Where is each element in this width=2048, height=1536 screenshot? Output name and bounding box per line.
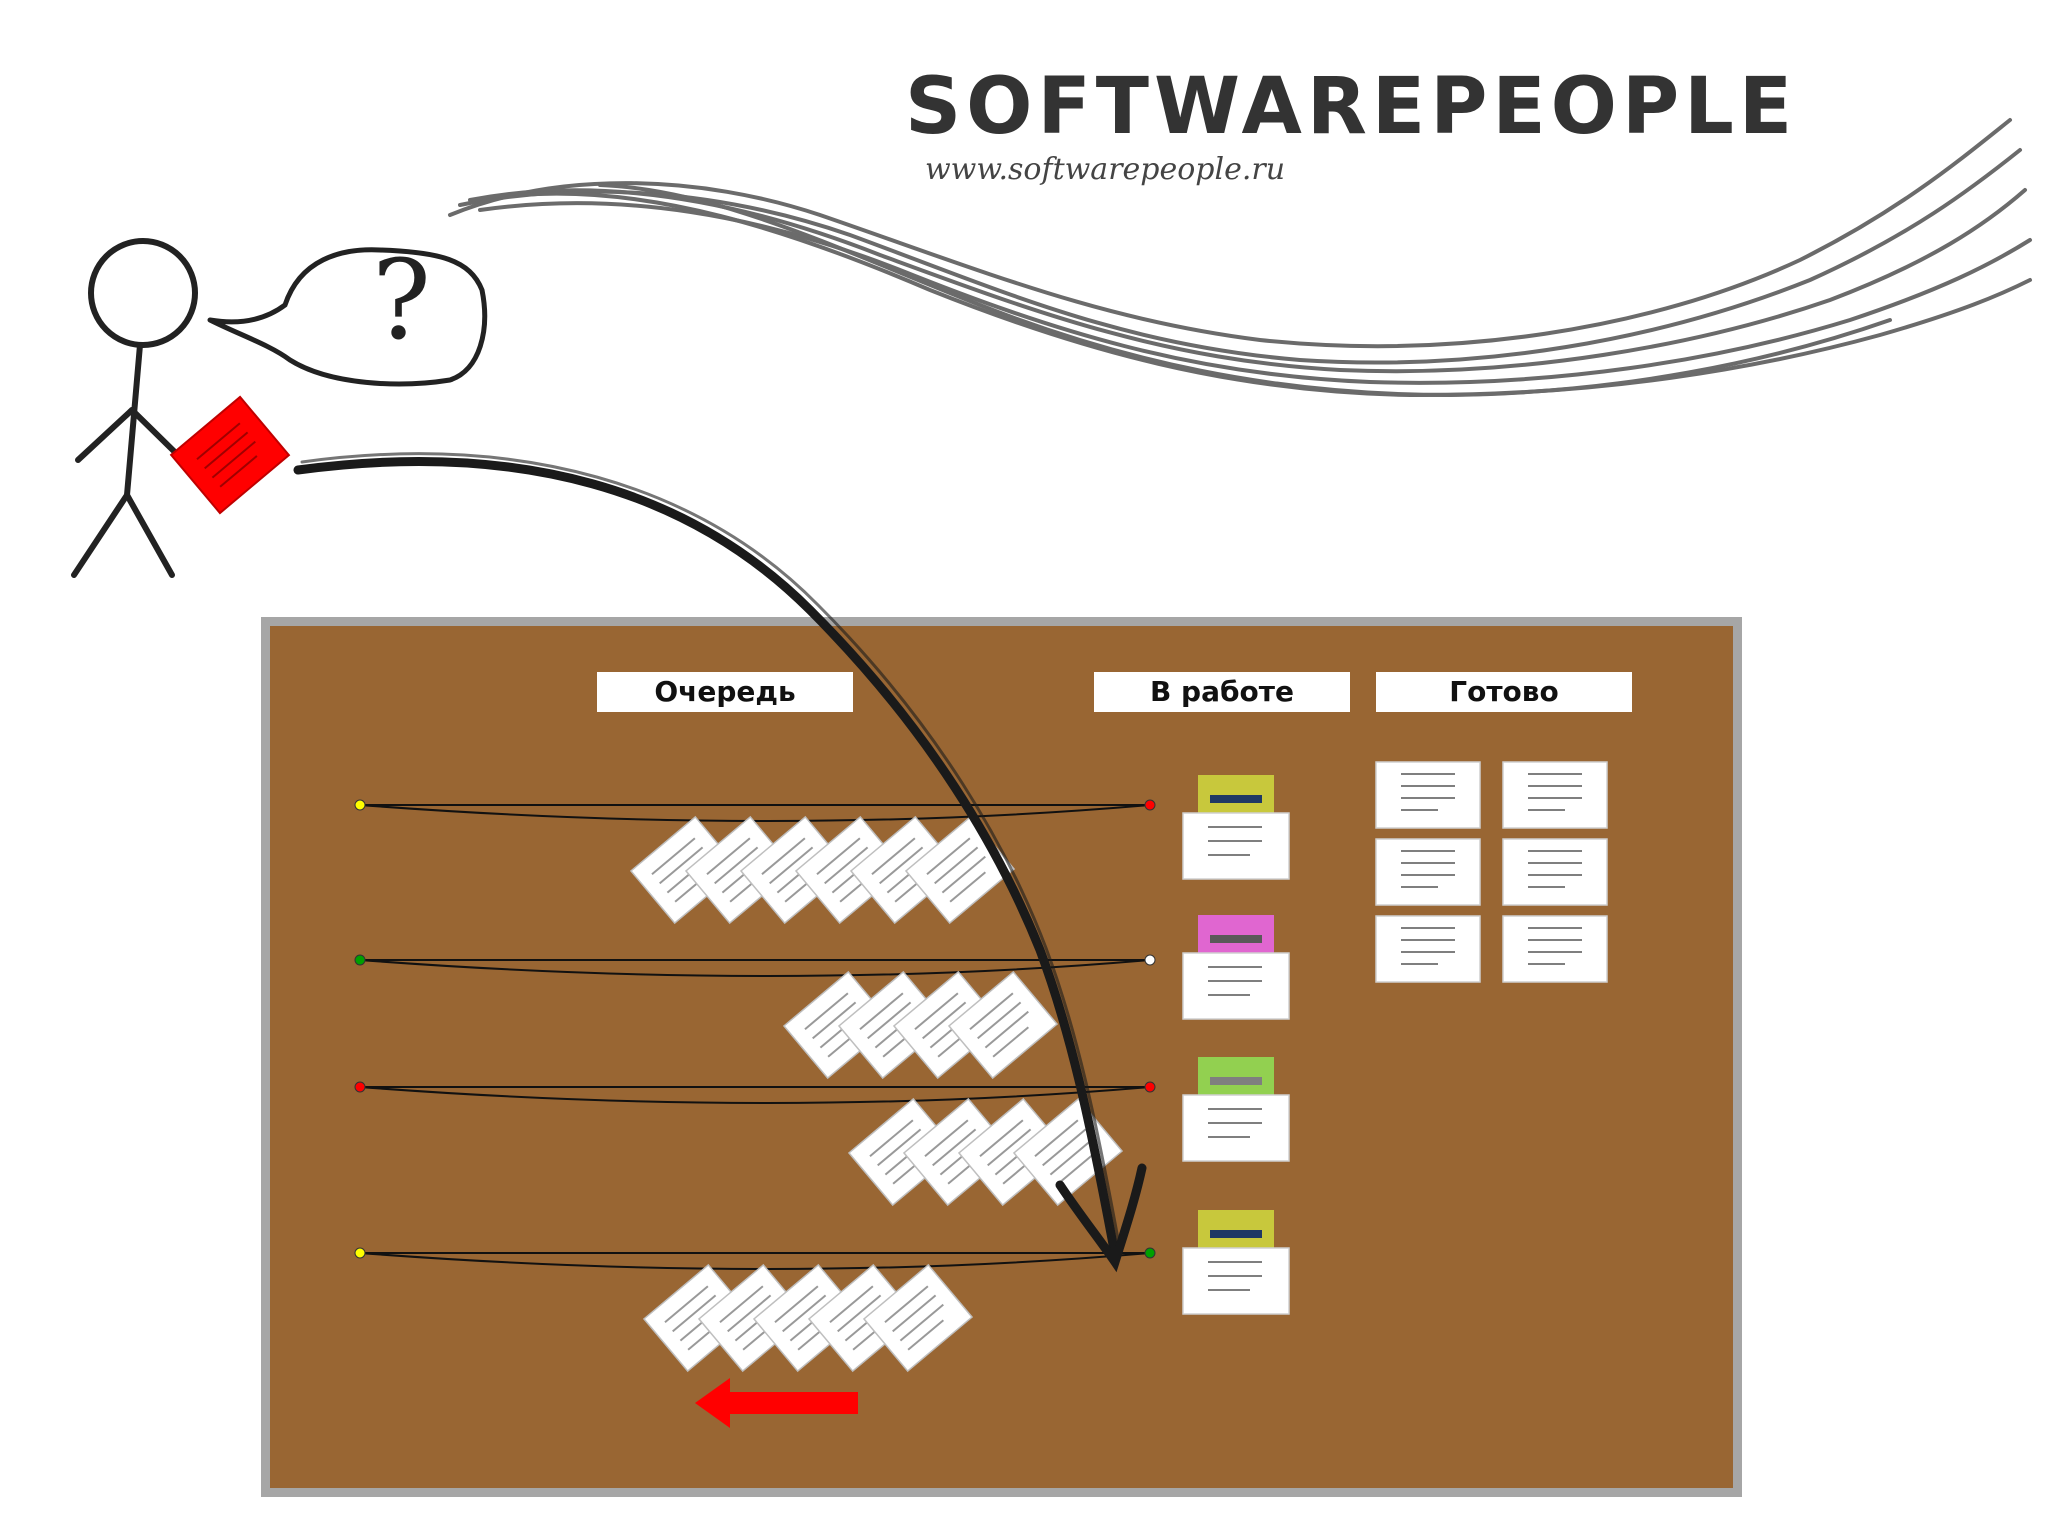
pin-right [1144, 799, 1156, 811]
column-header-queue: Очередь [597, 672, 853, 712]
red-task-card [169, 395, 291, 515]
queue-lane [354, 954, 1156, 1080]
done-card [1502, 761, 1608, 829]
queue-card [752, 1263, 864, 1373]
queue-card [862, 1263, 974, 1373]
wip-tag [1198, 1057, 1274, 1095]
pin-left [354, 954, 366, 966]
wip-tag-mark [1210, 1230, 1262, 1238]
column-header-done: Готово [1376, 672, 1632, 712]
wip-tag-mark [1210, 935, 1262, 943]
queue-lane [354, 1081, 1156, 1207]
pin-right [1144, 1081, 1156, 1093]
wip-card [1182, 775, 1290, 880]
done-card [1375, 915, 1481, 983]
wip-tag [1198, 775, 1274, 813]
wip-card-body [1182, 1247, 1290, 1315]
lane-string [359, 1252, 1151, 1270]
kanban-board [261, 617, 1742, 1497]
wip-card [1182, 915, 1290, 1020]
wip-tag-mark [1210, 795, 1262, 803]
priority-arrow [695, 1378, 858, 1428]
wip-tag [1198, 915, 1274, 953]
done-card [1502, 838, 1608, 906]
pencil-scribble [448, 118, 2032, 398]
queue-card [629, 815, 741, 925]
wip-card [1182, 1210, 1290, 1315]
queue-lane [354, 799, 1156, 925]
wip-card-body [1182, 1094, 1290, 1162]
pin-right [1144, 1247, 1156, 1259]
queue-card [739, 815, 851, 925]
wip-card-body [1182, 952, 1290, 1020]
speech-bubble [207, 247, 488, 387]
queue-lane [354, 1247, 1156, 1373]
logo-title: SOFTWAREPEOPLE [905, 62, 1798, 152]
queue-card [947, 970, 1059, 1080]
wip-card [1182, 1057, 1290, 1162]
pin-right [1144, 954, 1156, 966]
done-card [1375, 761, 1481, 829]
lane-string [359, 959, 1151, 977]
card-flow-arrow [293, 452, 1147, 1273]
pin-left [354, 1247, 366, 1259]
question-mark: ? [372, 236, 431, 364]
column-header-in-progress: В работе [1094, 672, 1350, 712]
wip-tag-mark [1210, 1077, 1262, 1085]
lane-string [359, 804, 1151, 822]
done-card [1375, 838, 1481, 906]
done-card [1502, 915, 1608, 983]
wip-tag [1198, 1210, 1274, 1248]
stick-figure [71, 238, 198, 578]
pin-left [354, 799, 366, 811]
lane-string [359, 1086, 1151, 1104]
wip-card-body [1182, 812, 1290, 880]
pin-left [354, 1081, 366, 1093]
logo-url: www.softwarepeople.ru [925, 152, 1286, 187]
